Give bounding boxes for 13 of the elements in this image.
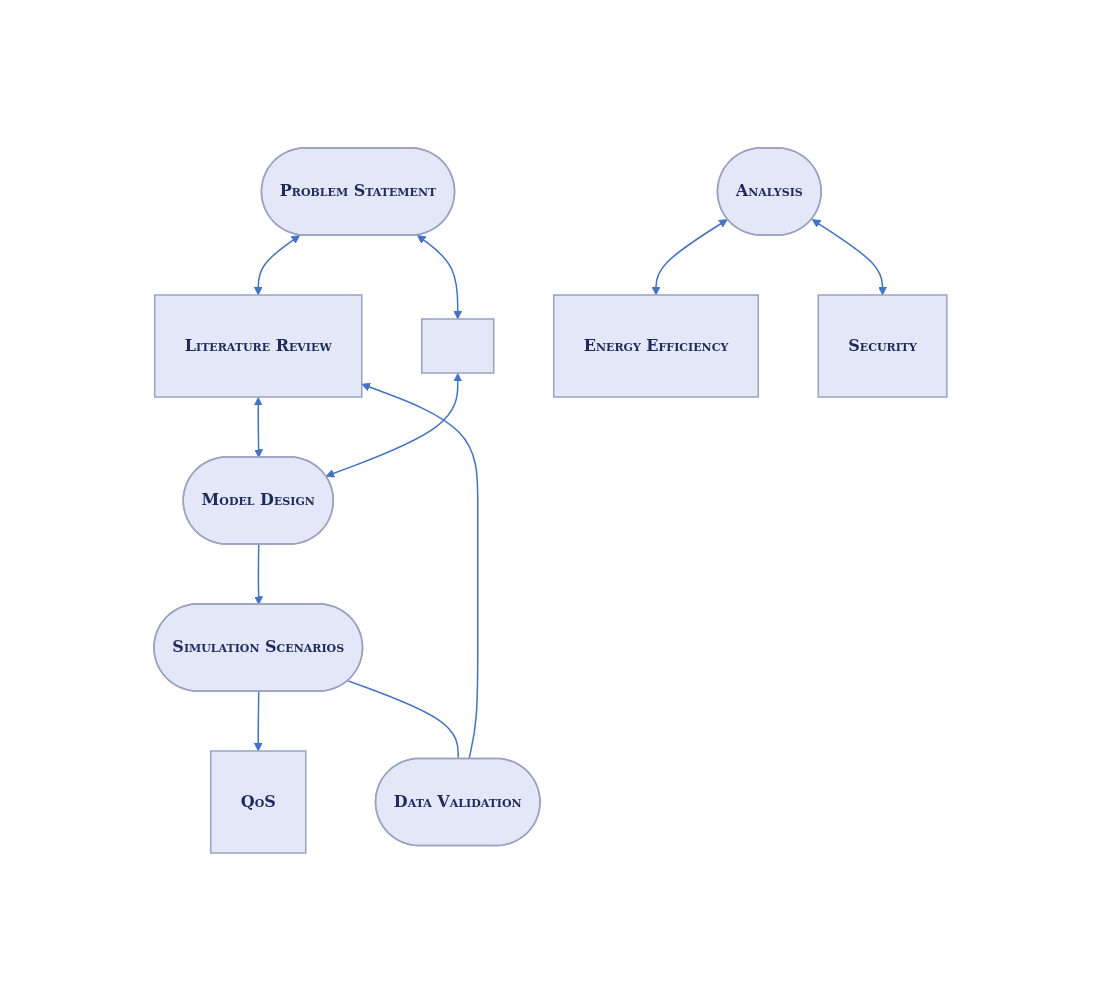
arrow: [416, 234, 462, 319]
node-box: Literature Review: [153, 293, 363, 398]
arrow: [651, 218, 728, 295]
node-box: Energy Efficiency: [552, 293, 759, 398]
arrow: [811, 218, 887, 295]
node-box: [420, 317, 495, 374]
arrow: [253, 234, 300, 295]
arrow: [253, 396, 263, 458]
node-box: Security: [817, 293, 948, 398]
arrow: [325, 372, 462, 478]
arrow: [253, 543, 263, 605]
node-box: QoS: [209, 749, 307, 854]
arrow: [253, 690, 263, 751]
